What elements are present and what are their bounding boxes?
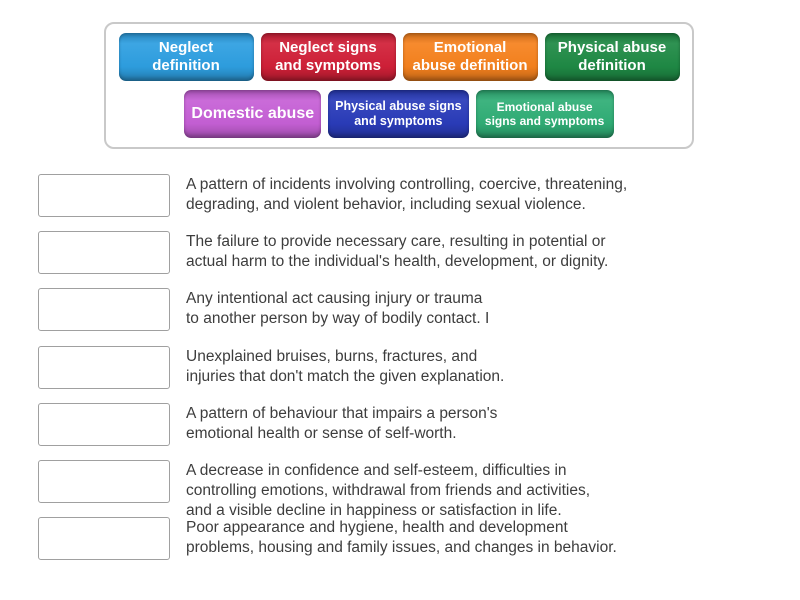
drop-zone[interactable] [38,346,170,389]
match-row: Unexplained bruises, burns, fractures, a… [38,346,751,389]
match-row: A pattern of behaviour that impairs a pe… [38,403,751,446]
answer-bank-row-2: Domestic abuse Physical abuse signs and … [184,90,614,138]
drop-zone[interactable] [38,460,170,503]
answer-bank-panel: Neglect definition Neglect signs and sym… [104,22,694,149]
definition-text: A pattern of behaviour that impairs a pe… [186,405,498,442]
definition-text: Poor appearance and hygiene, health and … [186,519,617,556]
answer-tile-neglect-definition[interactable]: Neglect definition [118,33,254,81]
definition-text: A decrease in confidence and self-esteem… [186,462,591,519]
drop-zone[interactable] [38,231,170,274]
match-row: Any intentional act causing injury or tr… [38,288,751,331]
answer-tile-physical-abuse-definition[interactable]: Physical abuse definition [544,33,680,81]
match-row: A pattern of incidents involving control… [38,174,751,217]
answer-bank-row-1: Neglect definition Neglect signs and sym… [118,33,680,81]
answer-tile-neglect-signs-and-symptoms[interactable]: Neglect signs and symptoms [260,33,396,81]
match-row: The failure to provide necessary care, r… [38,231,751,274]
drop-zone[interactable] [38,403,170,446]
definition-text: A pattern of incidents involving control… [186,176,628,213]
answer-tile-domestic-abuse[interactable]: Domestic abuse [184,90,322,138]
answer-tile-emotional-abuse-signs-and-symptoms[interactable]: Emotional abuse signs and symptoms [475,90,614,138]
answer-tile-physical-abuse-signs-and-symptoms[interactable]: Physical abuse signs and symptoms [328,90,469,138]
drop-zone[interactable] [38,517,170,560]
definition-text: Unexplained bruises, burns, fractures, a… [186,348,505,385]
drop-zone[interactable] [38,174,170,217]
match-row: A decrease in confidence and self-esteem… [38,460,751,521]
drop-zone[interactable] [38,288,170,331]
definition-text: Any intentional act causing injury or tr… [186,290,490,327]
answer-tile-emotional-abuse-definition[interactable]: Emotional abuse definition [402,33,538,81]
definition-text: The failure to provide necessary care, r… [186,233,609,270]
match-row: Poor appearance and hygiene, health and … [38,517,751,560]
